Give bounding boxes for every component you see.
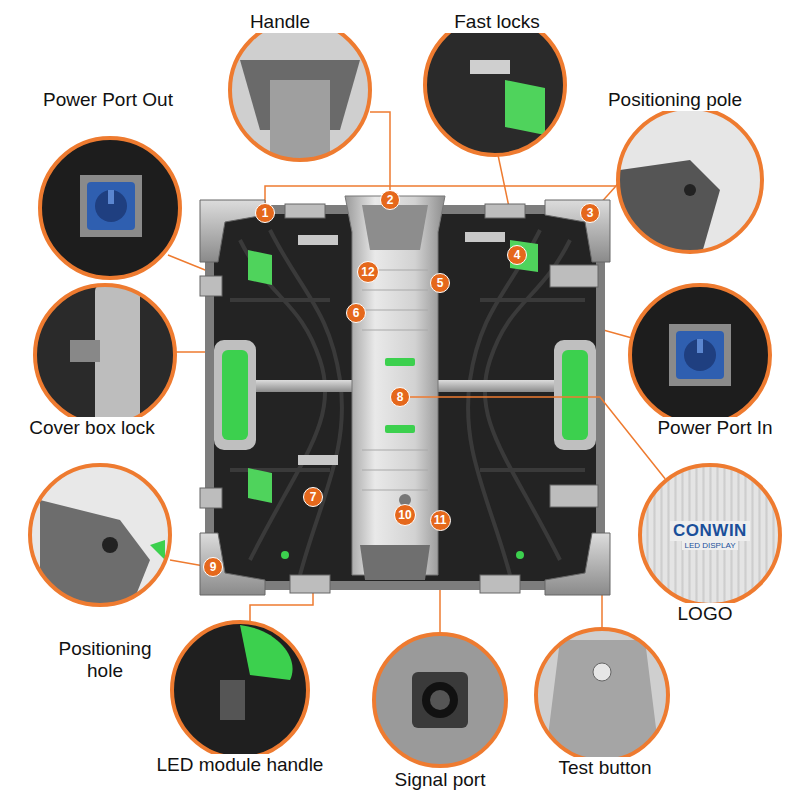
callout-number: 4 (507, 245, 527, 265)
callout-number-text: 11 (434, 514, 447, 526)
logo-inset: CONWINLED DISPLAY (638, 463, 782, 607)
logo-text: CONWIN (670, 521, 750, 541)
callout-number-text: 9 (210, 561, 217, 573)
inset-positioning-hole (20, 455, 180, 615)
callout-number: 6 (346, 303, 366, 323)
callout-number: 10 (394, 504, 416, 526)
callout-number: 7 (303, 487, 323, 507)
callout-number-text: 10 (398, 509, 411, 521)
part-label: Handle (200, 11, 360, 33)
inset-signal-port (372, 632, 512, 772)
callout-number: 5 (430, 273, 450, 293)
inset-positioning-pole (610, 100, 770, 260)
callout-number: 12 (357, 261, 379, 283)
callout-number: 2 (380, 190, 400, 210)
part-label: Test button (525, 757, 685, 779)
inset-cover-box-lock (25, 275, 185, 435)
callout-number-text: 1 (262, 207, 269, 219)
callout-number-text: 4 (514, 249, 521, 261)
leader-connector (410, 397, 665, 479)
inset-power-in (620, 275, 780, 435)
part-label: Positioning hole (40, 638, 170, 682)
callout-number: 11 (430, 510, 451, 531)
part-label: Power Port Out (18, 89, 198, 111)
callout-number-text: 2 (387, 194, 394, 206)
part-label: LOGO (655, 603, 755, 625)
leader-lines (168, 112, 632, 634)
callout-number-text: 3 (587, 207, 594, 219)
part-label: Power Port In (635, 417, 795, 439)
callout-number-text: 6 (353, 307, 360, 319)
part-label: LED module handle (130, 754, 350, 776)
inset-handle (220, 10, 380, 170)
callout-number: 1 (255, 203, 275, 223)
inset-test-button (534, 627, 674, 767)
inset-power-out (30, 130, 190, 290)
callout-number-text: 8 (397, 391, 404, 403)
callout-number: 8 (390, 387, 410, 407)
part-label: Positioning pole (585, 89, 765, 111)
led-cabinet (200, 196, 610, 595)
inset-led-module-handle (170, 620, 310, 760)
part-label: Cover box lock (7, 417, 177, 439)
callout-number-text: 12 (361, 266, 374, 278)
part-label: Signal port (360, 769, 520, 791)
callout-number-text: 5 (437, 277, 444, 289)
logo-text: LED DISPLAY (682, 541, 739, 550)
callout-number: 3 (580, 203, 600, 223)
callout-number: 9 (203, 557, 223, 577)
callout-number-text: 7 (310, 491, 317, 503)
part-label: Fast locks (417, 11, 577, 33)
